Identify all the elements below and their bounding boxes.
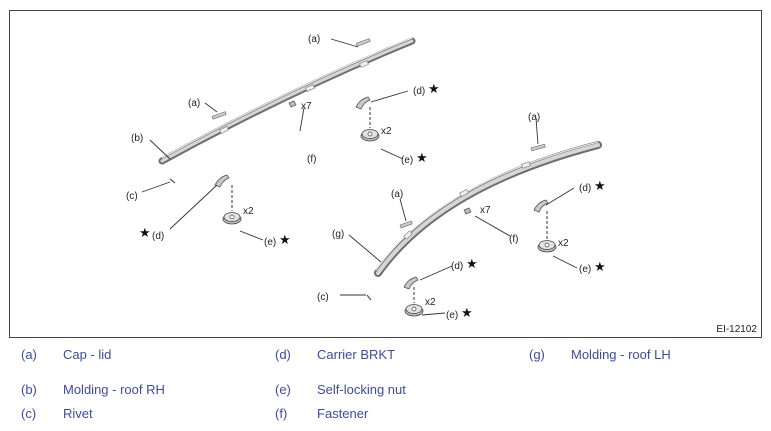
cap-lid-parts [211, 38, 546, 229]
callout-c-left: (c) [126, 191, 138, 202]
callout-f-upper: (f) [307, 154, 316, 165]
legend-item-d: (d) Carrier BRKT [275, 347, 395, 362]
star-d-right: ★ [594, 179, 606, 194]
legend-code: (b) [21, 382, 37, 397]
callout-g: (g) [332, 229, 344, 240]
quantity-x2-left: x2 [243, 206, 254, 217]
legend-code: (f) [275, 406, 288, 421]
legend-code: (a) [21, 347, 37, 362]
molding-roof-rh [158, 37, 416, 165]
legend-item-a: (a) Cap - lid [21, 347, 111, 362]
molding-roof-lh [374, 141, 602, 277]
legend-code: (e) [275, 382, 291, 397]
callout-d-right: (d) [579, 183, 591, 194]
callout-c-lower: (c) [317, 292, 329, 303]
callout-a-left: (a) [188, 98, 200, 109]
callout-d-left: (d) [152, 231, 164, 242]
legend-text: Molding - roof RH [63, 382, 165, 397]
legend-item-c: (c) Rivet [21, 406, 93, 421]
legend-text: Cap - lid [63, 347, 112, 362]
leader-lines [141, 38, 578, 316]
star-d-left: ★ [139, 226, 151, 241]
quantity-x2-lower: x2 [425, 297, 436, 308]
callout-e-upper: (e) [401, 155, 413, 166]
quantity-x7-lower: x7 [480, 205, 491, 216]
self-locking-nut-parts [222, 107, 557, 317]
legend-text: Fastener [317, 406, 369, 421]
callout-e-lower: (e) [446, 310, 458, 321]
callout-d-upper: (d) [413, 86, 425, 97]
legend-code: (d) [275, 347, 291, 362]
fastener-parts [288, 100, 472, 215]
star-d-lower: ★ [466, 257, 478, 272]
legend-item-g: (g) Molding - roof LH [529, 347, 671, 362]
legend-text: Rivet [63, 406, 93, 421]
carrier-bracket-parts [214, 96, 549, 290]
diagram-canvas: (a) (a) (b) (c) (f) x7 (d) ★ x2 (e) ★ ★ … [126, 34, 606, 321]
figure-id: EI-12102 [716, 324, 757, 335]
legend-item-f: (f) Fastener [275, 406, 368, 421]
star-e-right: ★ [594, 260, 606, 275]
rivet-parts [169, 178, 372, 301]
legend-item-e: (e) Self-locking nut [275, 382, 406, 397]
callout-a-top: (a) [308, 34, 320, 45]
star-e-lower: ★ [461, 306, 473, 321]
callout-f-lower: (f) [509, 234, 518, 245]
legend-text: Carrier BRKT [317, 347, 396, 362]
callout-e-right: (e) [579, 264, 591, 275]
star-d-upper: ★ [428, 82, 440, 97]
legend-text: Molding - roof LH [571, 347, 671, 362]
star-e-left: ★ [279, 233, 291, 248]
legend-item-b: (b) Molding - roof RH [21, 382, 165, 397]
quantity-x2-upper: x2 [381, 126, 392, 137]
legend-code: (g) [529, 347, 545, 362]
star-e-upper: ★ [416, 151, 428, 166]
legend-text: Self-locking nut [317, 382, 406, 397]
callout-b: (b) [131, 133, 143, 144]
legend-code: (c) [21, 406, 37, 421]
exploded-parts-diagram: (a) (a) (b) (c) (f) x7 (d) ★ x2 (e) ★ ★ … [9, 10, 762, 338]
callout-a-middle: (a) [391, 189, 403, 200]
callout-d-lower: (d) [451, 261, 463, 272]
quantity-x7-upper: x7 [301, 101, 312, 112]
callout-e-left: (e) [264, 237, 276, 248]
callout-a-right: (a) [528, 112, 540, 123]
quantity-x2-right: x2 [558, 238, 569, 249]
